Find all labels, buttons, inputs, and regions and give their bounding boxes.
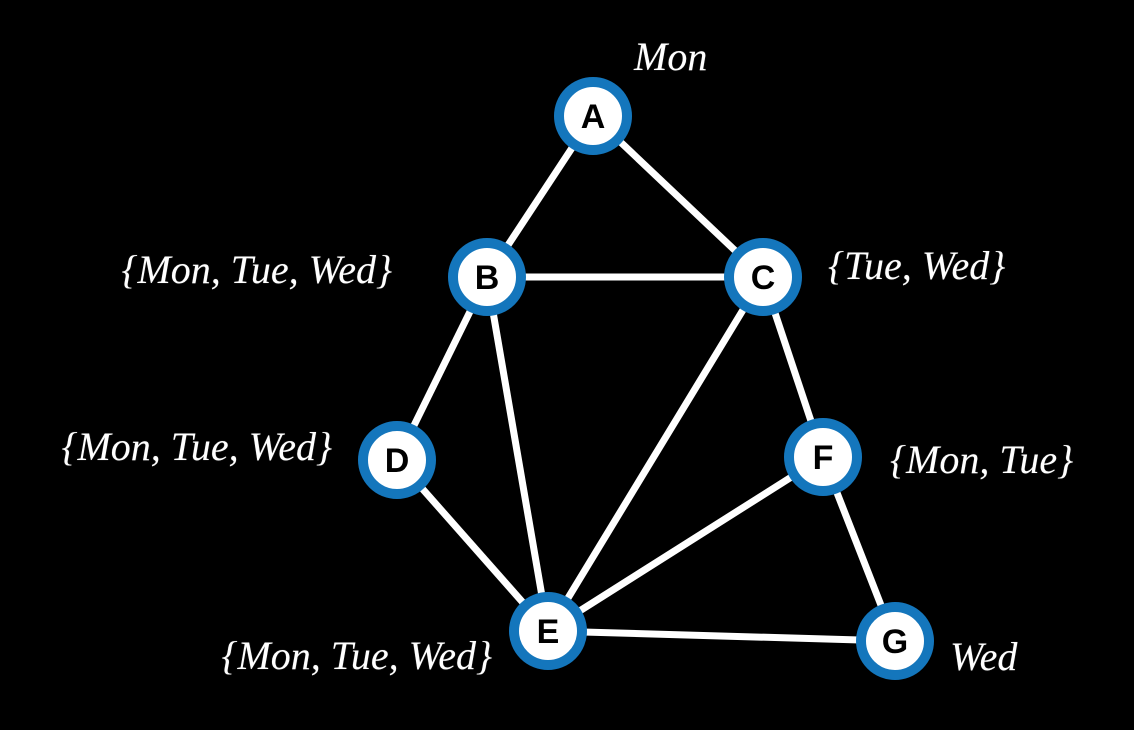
domain-label-A: Mon [634, 34, 708, 79]
node-D-letter: D [384, 442, 410, 480]
node-A-letter: A [580, 98, 606, 136]
edge-B-E [483, 276, 552, 632]
node-B: B [448, 238, 526, 316]
node-G: G [856, 602, 934, 680]
edge-C-E [545, 275, 766, 633]
domain-label-B: {Mon, Tue, Wed} [121, 247, 392, 292]
domain-label-E: {Mon, Tue, Wed} [221, 633, 492, 678]
domain-label-C: {Tue, Wed} [828, 243, 1006, 288]
domain-label-D: {Mon, Tue, Wed} [61, 424, 332, 469]
node-F-letter: F [812, 439, 834, 477]
node-C-letter: C [750, 259, 776, 297]
node-G-letter: G [881, 623, 909, 661]
domain-label-F: {Mon, Tue} [890, 437, 1074, 482]
node-B-letter: B [474, 259, 500, 297]
edge-E-F [546, 454, 825, 634]
node-E: E [509, 592, 587, 670]
domain-label-G: Wed [950, 634, 1018, 679]
edge-E-G [547, 627, 896, 645]
node-A: A [554, 77, 632, 155]
node-F: F [784, 418, 862, 496]
node-C: C [724, 238, 802, 316]
node-E-letter: E [536, 613, 560, 651]
node-D: D [358, 421, 436, 499]
